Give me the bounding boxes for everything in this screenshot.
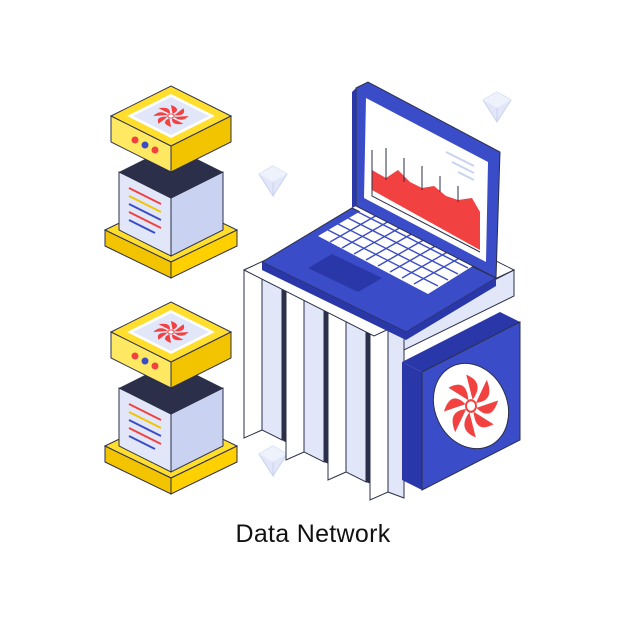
laptop-icon xyxy=(260,81,501,340)
cooling-unit xyxy=(402,312,521,491)
illustration-caption: Data Network xyxy=(235,520,391,548)
download-arrow-icon xyxy=(258,165,288,197)
server-icon xyxy=(104,85,238,279)
chart-icon xyxy=(371,148,481,253)
server-icon xyxy=(104,301,238,495)
download-arrow-icon xyxy=(258,445,288,477)
download-arrow-icon xyxy=(482,91,512,123)
